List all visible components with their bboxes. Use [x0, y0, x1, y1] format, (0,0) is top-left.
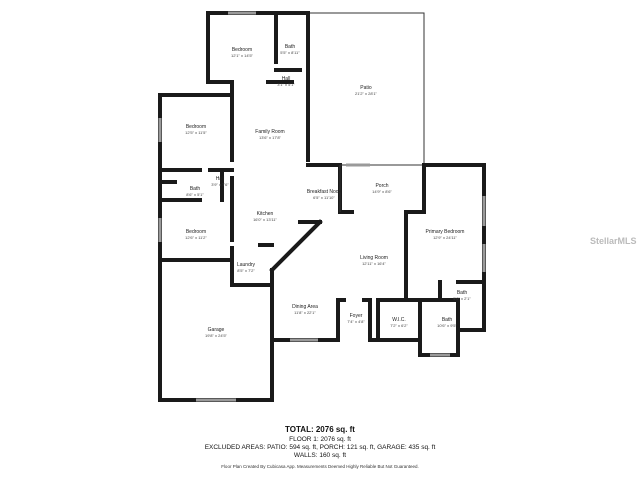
bath-left-dims: 8'6" x 5'1": [186, 192, 204, 197]
laundry-dims: 8'5" x 7'2": [237, 268, 255, 273]
primary-bedroom-dims: 12'9" x 24'11": [433, 235, 457, 240]
bath-left-name: Bath: [190, 186, 201, 192]
bedroom-top-dims: 12'1" x 14'5": [231, 53, 254, 58]
primary-bath-walls: [376, 298, 460, 357]
floor-area: FLOOR 1: 2076 sq. ft: [289, 436, 351, 443]
bath-primary-name: Bath: [442, 317, 453, 323]
bedroom-left-lower-name: Bedroom: [186, 229, 206, 235]
walls-area: WALLS: 160 sq. ft: [293, 452, 347, 459]
patio-outline: [308, 12, 425, 165]
bath-top-dims: 5'5" x 8'11": [280, 50, 300, 55]
garage-name: Garage: [208, 327, 225, 333]
bath-small-dims: 5'0" x 2'1": [453, 296, 471, 301]
watermark-logo: StellarMLS: [590, 236, 637, 246]
hall-top-name: Hall: [282, 76, 291, 82]
dining-area-name: Dining Area: [292, 304, 318, 310]
credit-note: Floor Plan Created By Cubicasa App. Meas…: [221, 464, 419, 469]
living-room-name: Living Room: [360, 255, 388, 261]
foyer-dims: 7'4" x 4'8": [347, 319, 365, 324]
family-room-name: Family Room: [255, 129, 284, 135]
kitchen-laundry-walls: [230, 219, 323, 302]
wic-dims: 7'2" x 6'2": [390, 323, 408, 328]
breakfast-nook-name: Breakfast Nook: [307, 189, 342, 195]
porch-dims: 14'9" x 8'6": [372, 189, 392, 194]
top-block-walls: [206, 11, 310, 162]
patio-name: Patio: [360, 85, 372, 91]
foyer-name: Foyer: [350, 313, 363, 319]
bath-small-name: Bath: [457, 290, 468, 296]
family-room-dims: 13'6" x 17'8": [259, 135, 282, 140]
living-room-dims: 12'11" x 16'4": [362, 261, 386, 266]
bedroom-left-upper-dims: 12'5" x 11'5": [185, 130, 207, 135]
room-labels: Bedroom 12'1" x 14'5" Bath 5'5" x 8'11" …: [185, 44, 471, 338]
garage-dims: 19'8" x 24'5": [205, 333, 228, 338]
bedroom-left-lower-dims: 12'6" x 11'2": [185, 235, 207, 240]
hall-top-dims: 3'1" x 5'1": [277, 82, 295, 87]
windows: [158, 11, 486, 402]
bath-primary-dims: 10'6" x 9'5": [437, 323, 457, 328]
primary-bedroom-name: Primary Bedroom: [426, 229, 465, 235]
kitchen-name: Kitchen: [257, 211, 274, 217]
floor-plan: Bedroom 12'1" x 14'5" Bath 5'5" x 8'11" …: [158, 11, 486, 402]
hall-left-dims: 3'9" x 7'6": [211, 182, 229, 187]
bedroom-left-upper-name: Bedroom: [186, 124, 206, 130]
wic-name: W.I.C.: [392, 317, 406, 323]
left-wing-walls: [158, 93, 234, 262]
breakfast-nook-dims: 6'5" x 11'10": [313, 195, 335, 200]
dining-area-dims: 11'8" x 22'1": [294, 310, 316, 315]
primary-bedroom-walls: [404, 163, 486, 332]
excluded-areas: EXCLUDED AREAS: PATIO: 594 sq. ft, PORCH…: [204, 444, 436, 451]
laundry-name: Laundry: [237, 262, 256, 268]
porch-name: Porch: [375, 183, 388, 189]
hall-left-name: Hall: [216, 176, 225, 182]
bath-top-name: Bath: [285, 44, 296, 50]
kitchen-dims: 16'0" x 13'11": [253, 217, 277, 222]
patio-dims: 21'2" x 28'1": [355, 91, 378, 96]
total-area: TOTAL: 2076 sq. ft: [285, 425, 355, 434]
bedroom-top-name: Bedroom: [232, 47, 252, 53]
